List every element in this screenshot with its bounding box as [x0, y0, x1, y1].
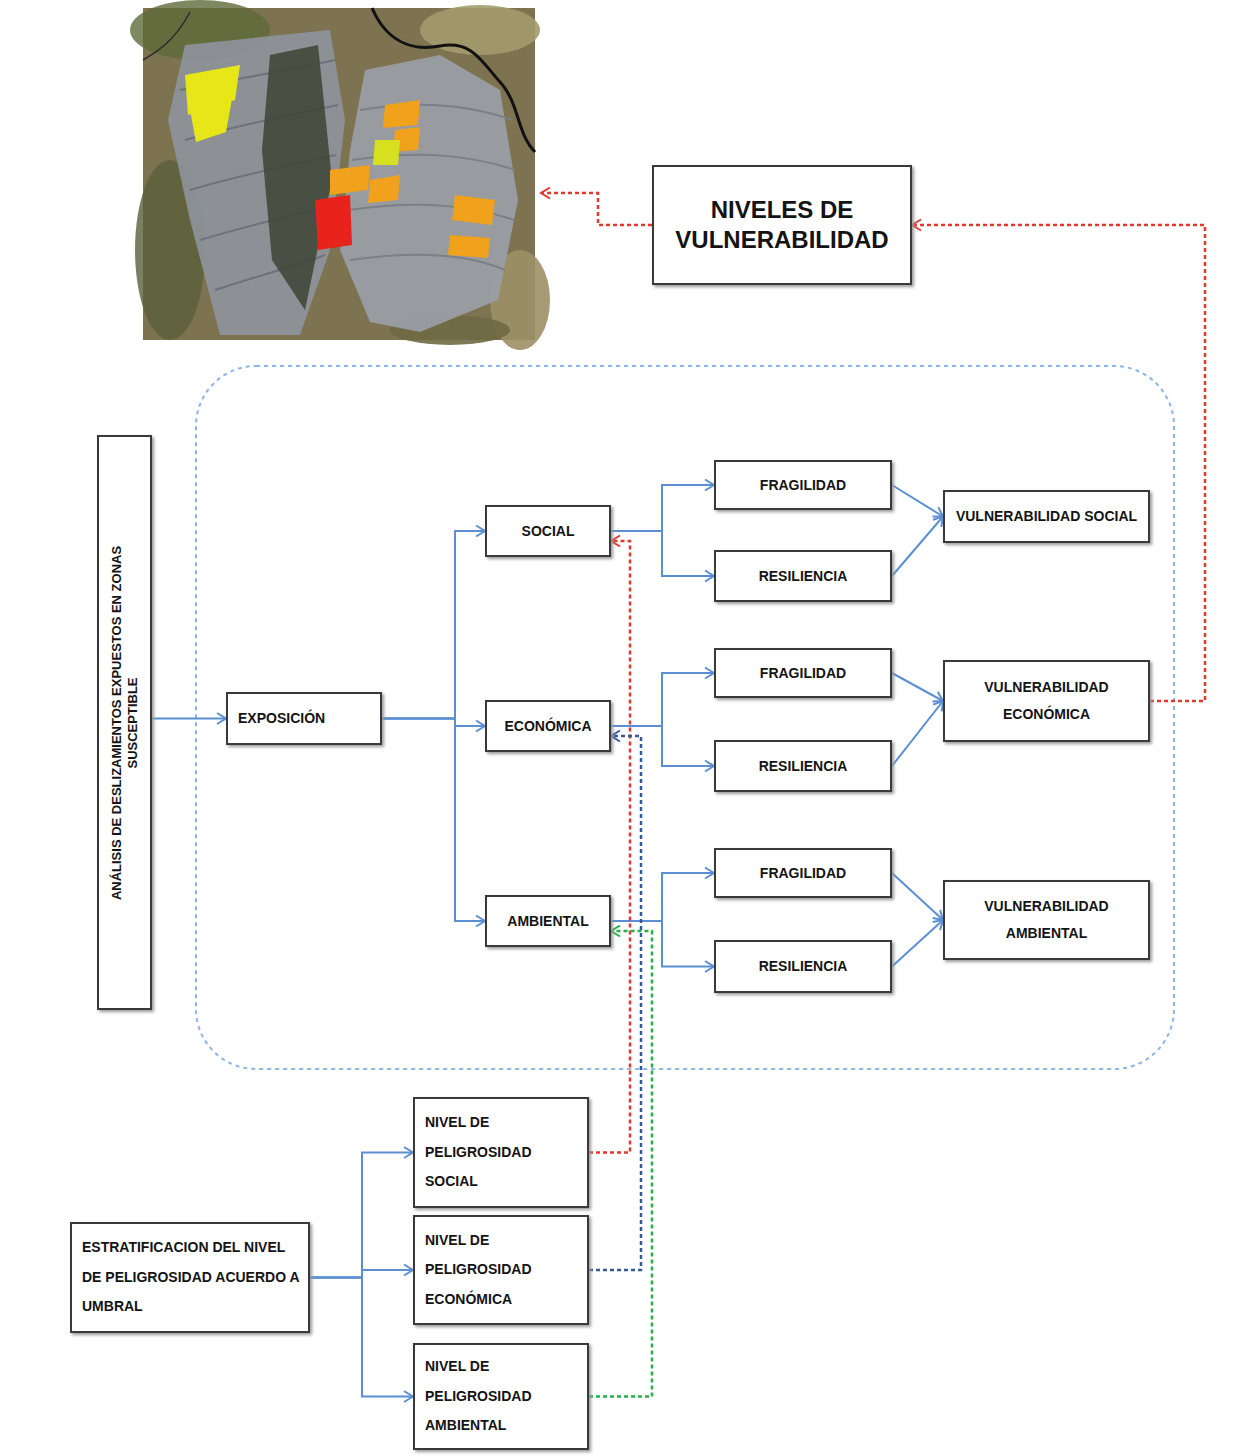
process-box: VULNERABILIDAD SOCIAL — [943, 490, 1150, 543]
process-box: ECONÓMICA — [485, 700, 611, 752]
box-content: VULNERABILIDAD AMBIENTAL — [951, 893, 1142, 946]
process-box: AMBIENTAL — [485, 895, 611, 947]
box-label: VULNERABILIDAD SOCIAL — [951, 508, 1142, 525]
connector — [589, 931, 652, 1397]
process-box: NIVEL DE PELIGROSIDAD AMBIENTAL — [413, 1343, 589, 1450]
connector — [892, 920, 943, 967]
process-box: RESILIENCIA — [714, 940, 892, 993]
process-box: FRAGILIDAD — [714, 460, 892, 510]
process-box: ANÁLISIS DE DESLIZAMIENTOS EXPUESTOS EN … — [97, 435, 152, 1010]
dashed-region — [196, 366, 1174, 1069]
connector — [382, 719, 485, 727]
process-box: NIVEL DE PELIGROSIDAD SOCIAL — [413, 1097, 589, 1208]
box-content: EXPOSICIÓN — [238, 710, 374, 727]
box-label: NIVEL DE PELIGROSIDAD AMBIENTAL — [425, 1352, 581, 1440]
connector — [892, 485, 943, 517]
box-content: VULNERABILIDAD ECONÓMICA — [951, 674, 1142, 727]
box-label: RESILIENCIA — [722, 958, 884, 975]
process-box: VULNERABILIDAD ECONÓMICA — [943, 660, 1150, 742]
connector — [892, 673, 943, 701]
box-label: FRAGILIDAD — [722, 477, 884, 494]
connector — [589, 541, 630, 1153]
box-label: NIVEL DE PELIGROSIDAD ECONÓMICA — [425, 1226, 581, 1314]
box-label: ECONÓMICA — [493, 718, 603, 735]
box-content: NIVEL DE PELIGROSIDAD AMBIENTAL — [425, 1352, 581, 1440]
box-content: NIVELES DE VULNERABILIDAD — [660, 195, 904, 255]
box-label: RESILIENCIA — [722, 758, 884, 775]
leader-line — [541, 193, 652, 225]
process-box: FRAGILIDAD — [714, 848, 892, 898]
box-content: ESTRATIFICACION DEL NIVEL DE PELIGROSIDA… — [82, 1233, 302, 1321]
box-content: ECONÓMICA — [493, 718, 603, 735]
connector — [382, 531, 485, 719]
connector — [611, 673, 714, 726]
process-box: EXPOSICIÓN — [226, 692, 382, 745]
process-box: VULNERABILIDAD AMBIENTAL — [943, 880, 1150, 960]
process-box: FRAGILIDAD — [714, 648, 892, 698]
box-label: FRAGILIDAD — [722, 665, 884, 682]
box-label: SOCIAL — [493, 523, 603, 540]
aerial-map — [130, 0, 550, 350]
box-label: AMBIENTAL — [493, 913, 603, 930]
box-content: FRAGILIDAD — [722, 865, 884, 882]
process-box: RESILIENCIA — [714, 550, 892, 602]
connector — [310, 1270, 413, 1278]
connector — [611, 921, 714, 967]
process-box: NIVELES DE VULNERABILIDAD — [652, 165, 912, 285]
connector — [310, 1278, 413, 1397]
box-label: RESILIENCIA — [722, 568, 884, 585]
process-box: RESILIENCIA — [714, 740, 892, 792]
box-label: NIVELES DE VULNERABILIDAD — [660, 195, 904, 255]
box-content: RESILIENCIA — [722, 758, 884, 775]
process-box: ESTRATIFICACION DEL NIVEL DE PELIGROSIDA… — [70, 1222, 310, 1333]
connector — [382, 719, 485, 922]
box-content: RESILIENCIA — [722, 568, 884, 585]
connector — [892, 517, 943, 577]
box-content: NIVEL DE PELIGROSIDAD SOCIAL — [425, 1108, 581, 1196]
box-label: ANÁLISIS DE DESLIZAMIENTOS EXPUESTOS EN … — [108, 513, 141, 933]
box-content: FRAGILIDAD — [722, 665, 884, 682]
box-content: FRAGILIDAD — [722, 477, 884, 494]
process-box: SOCIAL — [485, 505, 611, 557]
connector — [310, 1153, 413, 1278]
connector — [912, 225, 1205, 701]
process-box: NIVEL DE PELIGROSIDAD ECONÓMICA — [413, 1215, 589, 1325]
connector — [892, 701, 943, 766]
box-content: RESILIENCIA — [722, 958, 884, 975]
connector — [611, 485, 714, 531]
connector — [152, 718, 226, 720]
connector — [611, 531, 714, 576]
box-content: NIVEL DE PELIGROSIDAD ECONÓMICA — [425, 1226, 581, 1314]
connector — [611, 726, 714, 766]
box-label: VULNERABILIDAD AMBIENTAL — [951, 893, 1142, 946]
connector — [589, 736, 641, 1270]
box-content: AMBIENTAL — [493, 913, 603, 930]
box-content: SOCIAL — [493, 523, 603, 540]
connector — [611, 873, 714, 921]
box-label: EXPOSICIÓN — [238, 710, 374, 727]
connector — [892, 873, 943, 920]
box-content: ANÁLISIS DE DESLIZAMIENTOS EXPUESTOS EN … — [108, 513, 141, 933]
box-label: FRAGILIDAD — [722, 865, 884, 882]
box-label: NIVEL DE PELIGROSIDAD SOCIAL — [425, 1108, 581, 1196]
box-label: VULNERABILIDAD ECONÓMICA — [951, 674, 1142, 727]
box-content: VULNERABILIDAD SOCIAL — [951, 508, 1142, 525]
box-label: ESTRATIFICACION DEL NIVEL DE PELIGROSIDA… — [82, 1233, 302, 1321]
